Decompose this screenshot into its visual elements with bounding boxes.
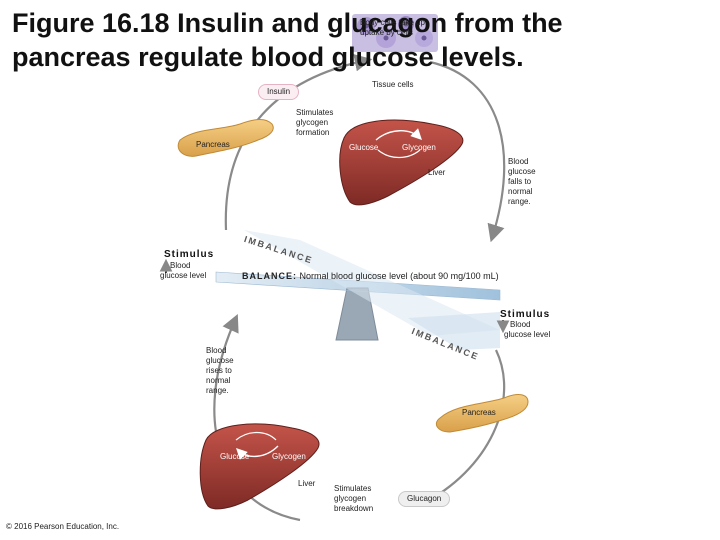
blood-glucose-rises: Blood glucose rises to normal range.	[206, 346, 234, 396]
liver-bottom	[199, 423, 320, 510]
insulin-label: Insulin	[258, 84, 300, 100]
sgf-line1: Stimulates	[296, 108, 334, 117]
sgb-line2: glycogen	[334, 494, 367, 503]
sgb-line3: breakdown	[334, 504, 374, 513]
bgf-line3: falls to	[508, 177, 532, 186]
bgf-line1: Blood	[508, 157, 529, 166]
copyright-footer: © 2016 Pearson Education, Inc.	[6, 522, 120, 531]
bgf-line5: range.	[508, 197, 531, 206]
bgr-line3: rises to	[206, 366, 232, 375]
glucagon-label: Glucagon	[398, 491, 451, 507]
figure-title-line1: Figure 16.18 Insulin and glucagon from t…	[12, 8, 563, 38]
stimulus-right-line1: Blood	[510, 320, 531, 329]
liver-top	[339, 119, 464, 206]
stimulus-right-line2: glucose level	[504, 330, 551, 339]
bgf-line4: normal	[508, 187, 533, 196]
pancreas-bottom-label: Pancreas	[462, 408, 496, 417]
bgr-line5: range.	[206, 386, 229, 395]
stimulates-glycogen-breakdown: Stimulates glycogen breakdown	[334, 484, 373, 514]
balance-label: BALANCE:	[242, 271, 297, 281]
bgr-line2: glucose	[206, 356, 234, 365]
blood-glucose-falls: Blood glucose falls to normal range.	[508, 157, 536, 207]
uptake-label-line1: Body cells take up	[360, 18, 425, 27]
glycogen-top-label: Glycogen	[402, 143, 436, 152]
top-cycle-arrows	[224, 54, 506, 243]
glucose-top-label: Glucose	[349, 143, 379, 152]
bgf-line2: glucose	[508, 167, 536, 176]
stimulus-right-title: Stimulus	[500, 309, 551, 320]
sgf-line2: glycogen	[296, 118, 329, 127]
sgb-line1: Stimulates	[334, 484, 372, 493]
pancreas-top-label: Pancreas	[196, 140, 230, 149]
pancreas-top	[177, 119, 274, 157]
glucose-bottom-label: Glucose	[220, 452, 250, 461]
bgr-line4: normal	[206, 376, 231, 385]
tissue-cells-label: Tissue cells	[372, 80, 414, 89]
figure-title-line2: pancreas regulate blood glucose levels.	[12, 42, 524, 72]
stimulus-left-line1: Blood	[170, 261, 191, 270]
balance-line: BALANCE: Normal blood glucose level (abo…	[242, 271, 499, 281]
stimulates-glycogen-formation: Stimulates glycogen formation	[296, 108, 333, 138]
sgf-line3: formation	[296, 128, 330, 137]
glycogen-bottom-label: Glycogen	[272, 452, 306, 461]
seesaw	[215, 230, 501, 350]
uptake-label-line2: uptake by cells	[360, 28, 413, 37]
tissue-cells-image	[352, 14, 438, 52]
stimulus-left-line2: glucose level	[160, 271, 207, 280]
figure-title: Figure 16.18 Insulin and glucagon from t…	[12, 6, 712, 74]
balance-text: Normal blood glucose level (about 90 mg/…	[299, 271, 499, 281]
uptake-label: Body cells take up uptake by cells	[360, 18, 440, 38]
bgr-line1: Blood	[206, 346, 227, 355]
stimulus-left-title: Stimulus	[164, 249, 215, 260]
liver-top-label: Liver	[428, 168, 446, 177]
liver-bottom-label: Liver	[298, 479, 316, 488]
pancreas-bottom	[435, 394, 529, 433]
